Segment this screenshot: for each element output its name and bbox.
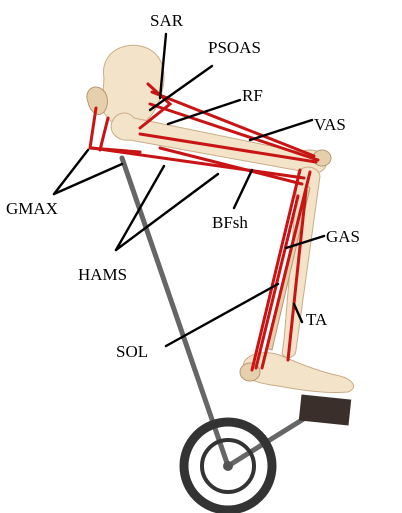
pedal-block [299,394,351,425]
label-sol: SOL [116,342,148,361]
leader-bfsh [234,170,252,208]
label-hams: HAMS [78,265,127,284]
pelvis-ischium [87,87,108,114]
label-ta: TA [306,310,328,329]
label-gas: GAS [326,227,360,246]
crank-mechanism [122,158,351,510]
muscle-gmax-2 [100,118,108,150]
leader-hams-1 [116,166,164,250]
label-psoas: PSOAS [208,38,261,57]
label-sar: SAR [150,11,184,30]
leader-vas [250,120,312,140]
label-vas: VAS [314,115,346,134]
label-bfsh: BFsh [212,213,248,232]
crank-arm [122,158,228,466]
label-rf: RF [242,86,263,105]
label-gmax: GMAX [6,199,58,218]
crank-hub [223,461,233,471]
